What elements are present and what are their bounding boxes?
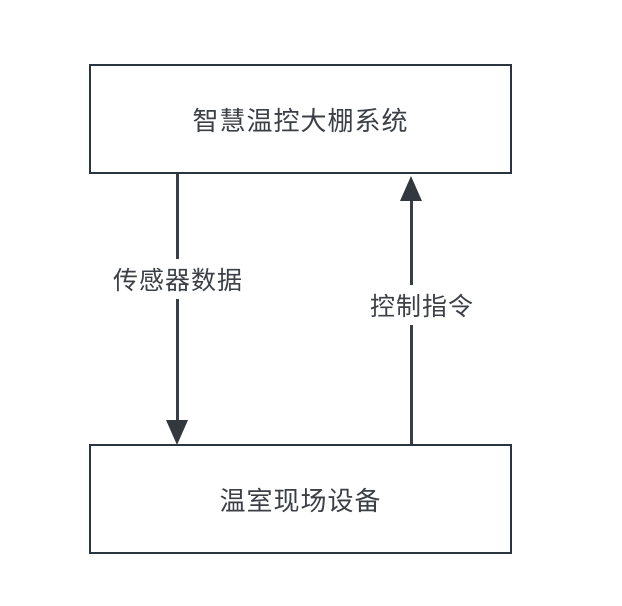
arrowhead-up-icon (400, 176, 422, 201)
node-greenhouse-field-equipment: 温室现场设备 (89, 444, 512, 554)
edge-sensor-data-label: 传感器数据 (109, 259, 247, 299)
node-greenhouse-field-equipment-label: 温室现场设备 (219, 485, 382, 516)
node-smart-greenhouse-system: 智慧温控大棚系统 (89, 64, 512, 174)
edge-sensor-data-line (176, 174, 179, 426)
edge-control-command-label: 控制指令 (366, 285, 478, 325)
node-smart-greenhouse-system-label: 智慧温控大棚系统 (192, 105, 409, 136)
arrowhead-down-icon (166, 420, 188, 445)
